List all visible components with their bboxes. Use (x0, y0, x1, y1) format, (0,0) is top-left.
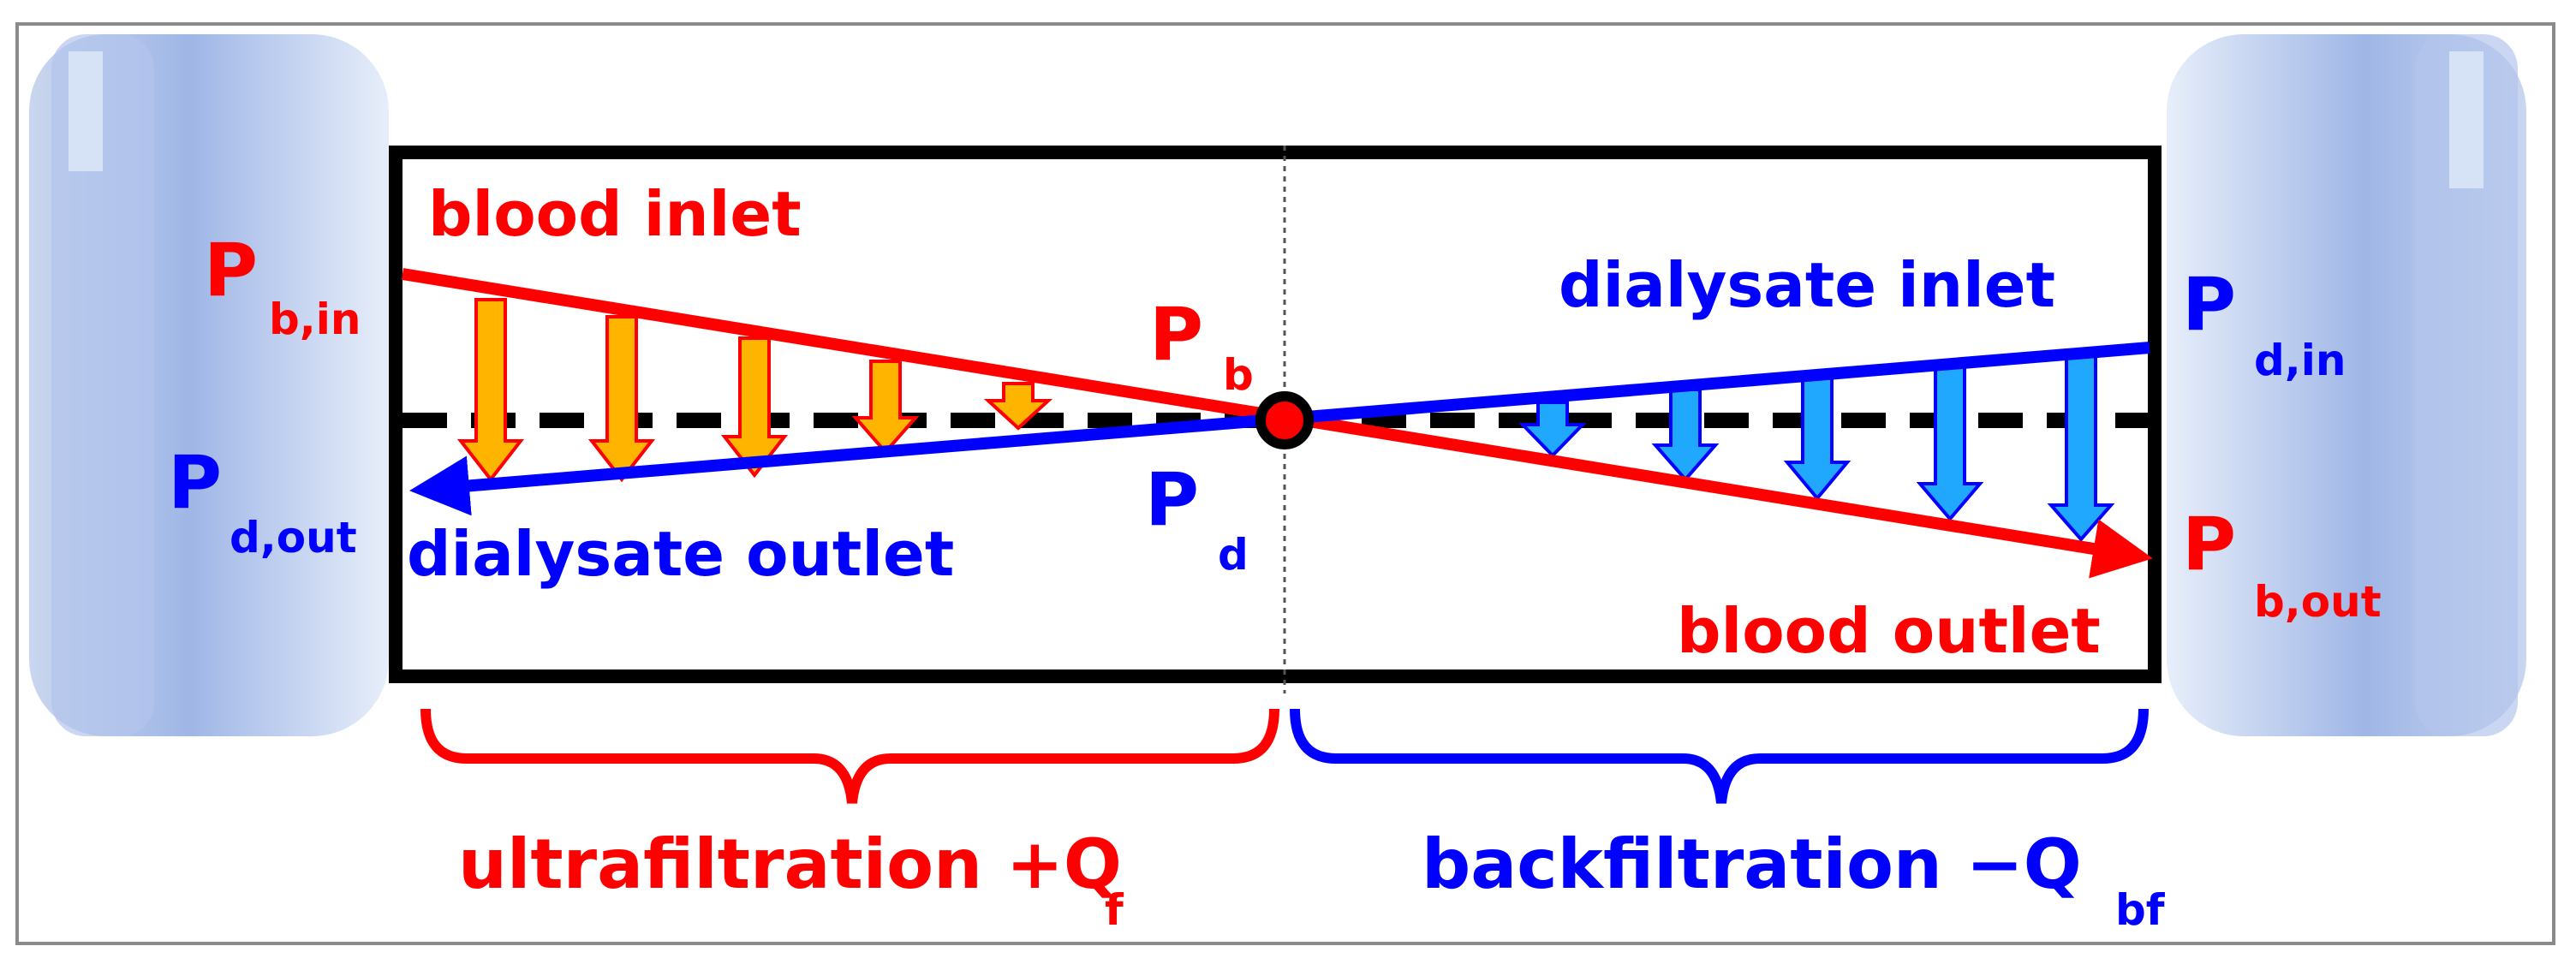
svg-text:f: f (1105, 885, 1124, 935)
ultrafiltration-label: ultrafiltration +Q f (458, 824, 1124, 935)
svg-text:b: b (1223, 350, 1254, 400)
pressure-pd-out: P d,out (168, 440, 357, 562)
svg-text:d,out: d,out (230, 513, 357, 562)
svg-text:ultrafiltration +Q: ultrafiltration +Q (458, 824, 1122, 904)
left-end-cap (29, 34, 389, 736)
uf-arrow (851, 360, 920, 455)
right-end-cap (2167, 34, 2526, 736)
svg-text:backfiltration −Q: backfiltration −Q (1422, 824, 2082, 904)
crossover-point (1255, 391, 1314, 449)
pressure-pd: P d (1145, 457, 1249, 580)
bf-arrow (1518, 401, 1587, 458)
svg-text:b,out: b,out (2254, 577, 2382, 627)
svg-text:d,in: d,in (2254, 336, 2346, 385)
svg-text:d: d (1218, 530, 1249, 580)
svg-text:P: P (204, 228, 258, 313)
svg-text:bf: bf (2115, 885, 2166, 935)
backfiltration-label: backfiltration −Q bf (1422, 824, 2166, 935)
uf-arrow (456, 298, 525, 483)
uf-arrow (983, 382, 1053, 431)
bf-arrow (1651, 388, 1720, 483)
backfiltration-arrows (1518, 351, 2115, 543)
pressure-pd-in: P d,in (2182, 262, 2346, 385)
dialysate-outlet-label: dialysate outlet (407, 518, 954, 590)
svg-text:b,in: b,in (269, 295, 361, 344)
pressure-pb: P b (1149, 292, 1254, 400)
blood-inlet-label: blood inlet (428, 178, 802, 250)
ultrafiltration-brace (420, 708, 1279, 804)
dialysate-inlet-label: dialysate inlet (1559, 249, 2055, 321)
bf-arrow (1783, 375, 1852, 502)
svg-text:P: P (2182, 502, 2236, 587)
svg-text:P: P (1149, 292, 1203, 378)
svg-text:P: P (1145, 457, 1199, 543)
backfiltration-brace (1290, 708, 2149, 804)
pressure-pb-out: P b,out (2182, 502, 2382, 627)
pressure-pb-in: P b,in (204, 228, 361, 344)
svg-text:P: P (2182, 262, 2236, 348)
svg-text:P: P (168, 440, 222, 526)
blood-outlet-label: blood outlet (1677, 595, 2101, 667)
uf-arrow (587, 315, 656, 483)
ultrafiltration-arrows (456, 298, 1053, 483)
bf-arrow (1916, 362, 1984, 522)
